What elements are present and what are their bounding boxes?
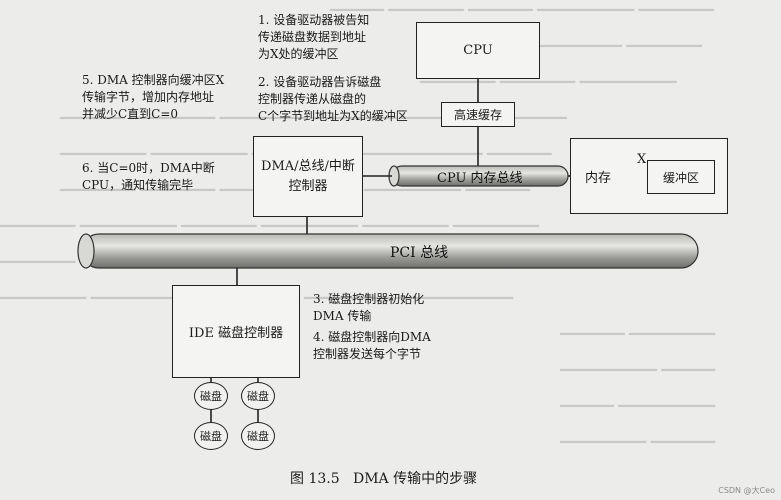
disk-3: 磁盘 [194,422,228,450]
cpu-memory-bus-label: CPU 内存总线 [437,171,523,186]
memory-label: 内存 [585,170,612,186]
watermark: CSDN @大Ceo [718,486,775,495]
step-1-note: 1. 设备驱动器被告知 传递磁盘数据到地址 为X处的缓冲区 [258,13,370,61]
step-2-note: 2. 设备驱动器告诉磁盘 控制器传递从磁盘的 C个字节到地址为X的缓冲区 [258,75,408,123]
step-5-note: 5. DMA 控制器向缓冲区X 传输字节，增加内存地址 并减少C直到C=0 [82,73,225,121]
disk-2: 磁盘 [241,382,275,410]
disk-2-label: 磁盘 [247,390,269,403]
step-6-note: 6. 当C=0时，DMA中断 CPU，通知传输完毕 [82,161,215,192]
step-4-note: 4. 磁盘控制器向DMA 控制器发送每个字节 [313,330,431,361]
ide-controller-box: IDE 磁盘控制器 [172,285,300,378]
buffer-box: 缓冲区 [647,160,715,194]
buffer-label: 缓冲区 [662,170,699,185]
step-3-note: 3. 磁盘控制器初始化 DMA 传输 [313,292,425,323]
pci-bus-label: PCI 总线 [390,245,449,261]
cpu-memory-bus [388,165,569,187]
ide-disk-lines [210,378,259,428]
cache-box: 高速缓存 [441,102,515,127]
ide-controller-label: IDE 磁盘控制器 [188,326,284,341]
pci-bus [77,233,699,269]
dma-controller-box: DMA/总线/中断 控制器 [253,136,363,217]
figure-caption: 图 13.5 DMA 传输中的步骤 [290,471,478,487]
cache-label: 高速缓存 [453,108,502,122]
disk-1-label: 磁盘 [200,390,222,403]
cpu-box: CPU [416,22,540,79]
dma-controller-label: DMA/总线/中断 控制器 [261,158,355,194]
buffer-x-label: X [637,152,647,167]
disk-4: 磁盘 [241,422,275,450]
disk-4-label: 磁盘 [247,430,269,443]
disk-3-label: 磁盘 [200,430,222,443]
disk-1: 磁盘 [194,382,228,410]
cpu-label: CPU [463,43,493,58]
